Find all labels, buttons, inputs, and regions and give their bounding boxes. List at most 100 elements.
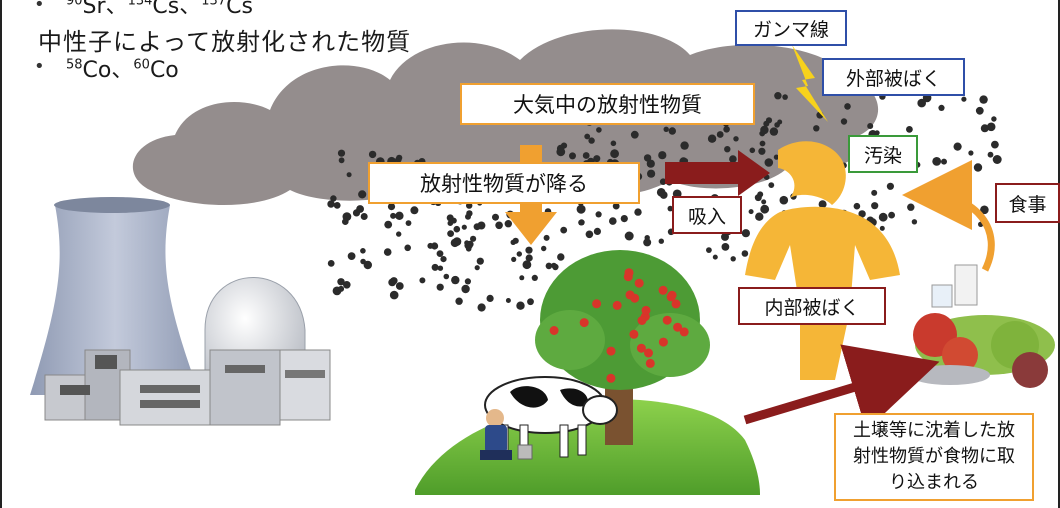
particle-dot <box>419 277 426 284</box>
cs-symbol: Cs <box>226 0 253 19</box>
particle-dot <box>578 219 585 226</box>
particle-dot <box>327 260 335 267</box>
particle-dot <box>706 247 712 254</box>
particle-dot <box>585 230 594 239</box>
particle-dot <box>464 240 470 246</box>
particle-dot <box>733 136 739 142</box>
apple <box>636 343 646 353</box>
particle-dot <box>338 285 345 292</box>
cs134-mass: 134 <box>127 0 153 9</box>
particle-dot <box>730 256 736 262</box>
label-external-exposure: 外部被ばく <box>822 58 965 96</box>
co58-mass: 58 <box>66 57 83 73</box>
particle-dot <box>774 92 782 100</box>
apple <box>606 346 616 356</box>
fallout-arrow-head <box>505 212 557 245</box>
particle-dot <box>431 263 439 271</box>
label-soil-uptake: 土壌等に沈着した放 射性物質が食物に取 り込まれる <box>834 413 1034 501</box>
particle-dot <box>522 260 532 270</box>
particle-dot <box>813 125 820 132</box>
apple <box>641 305 651 315</box>
meal-arrow <box>902 160 995 272</box>
particle-dot <box>440 256 447 263</box>
particle-dot <box>991 116 997 122</box>
particle-dot <box>774 122 780 128</box>
particle-dot <box>646 159 655 168</box>
particle-dot <box>556 147 566 157</box>
particle-dot <box>973 163 983 172</box>
particle-dot <box>659 178 667 185</box>
sr90-mass: 90 <box>66 0 83 9</box>
particle-dot <box>609 217 617 225</box>
particle-dot <box>755 212 764 221</box>
particle-dot <box>667 205 674 212</box>
particle-dot <box>384 220 393 229</box>
separator: 、 <box>111 58 134 83</box>
apple <box>592 299 602 309</box>
particle-dot <box>388 278 397 287</box>
cs137-mass: 137 <box>201 0 227 9</box>
bullet-2: • <box>34 56 45 77</box>
particle-dot <box>476 257 484 265</box>
apple <box>666 292 676 302</box>
farmer <box>480 409 533 460</box>
particle-dot <box>763 120 770 127</box>
particle-dot <box>368 150 377 159</box>
particle-dot <box>610 140 617 147</box>
particle-dot <box>992 155 1002 164</box>
particle-dot <box>986 122 996 132</box>
particle-dot <box>477 303 486 312</box>
particle-dot <box>980 205 989 215</box>
particle-dot <box>383 248 392 256</box>
particle-dot <box>464 278 471 285</box>
soil-uptake-line-2: 射性物質が食物に取 <box>853 446 1015 467</box>
particle-dot <box>569 152 576 160</box>
right-frame-line <box>1058 0 1060 508</box>
particle-dot <box>346 172 352 178</box>
particle-dot <box>758 147 766 155</box>
apple <box>673 322 683 332</box>
label-fallout: 放射性物質が降る <box>368 162 640 204</box>
particle-dot <box>712 254 718 260</box>
apple <box>629 329 639 339</box>
particle-dot <box>980 124 989 133</box>
particle-dot <box>987 151 994 158</box>
apple <box>549 326 559 335</box>
particle-dot <box>363 260 372 270</box>
apple <box>625 290 635 300</box>
particle-dot <box>584 133 591 140</box>
particle-dot <box>473 223 481 231</box>
particle-dot <box>337 278 345 286</box>
cs-symbol: Cs <box>152 0 180 19</box>
particle-dot <box>512 237 519 244</box>
particle-dot <box>437 265 444 271</box>
particle-dot <box>878 212 888 222</box>
particle-dot <box>630 130 639 139</box>
particle-dot <box>360 248 366 254</box>
particle-dot <box>844 103 851 110</box>
label-gamma-ray: ガンマ線 <box>735 10 847 46</box>
particle-dot <box>447 220 454 226</box>
particle-dot <box>387 203 396 211</box>
particle-dot <box>588 137 595 144</box>
particle-dot <box>741 229 751 238</box>
particle-dot <box>330 195 337 202</box>
particle-dot <box>968 150 974 156</box>
apple <box>606 373 616 383</box>
particle-dot <box>511 256 517 262</box>
particle-dot <box>680 141 689 150</box>
particle-dot <box>941 177 948 184</box>
particle-dot <box>907 203 915 211</box>
particle-dot <box>395 156 402 163</box>
particle-dot <box>874 130 880 136</box>
particle-dot <box>818 200 827 209</box>
label-contamination: 汚染 <box>848 135 918 173</box>
particle-dot <box>782 94 788 100</box>
activated-isotopes-line: 58Co、60Co <box>66 52 179 84</box>
particle-dot <box>938 104 945 111</box>
particle-dot <box>624 231 634 241</box>
particle-dot <box>773 154 780 160</box>
particle-dot <box>760 125 769 135</box>
gamma-lightning-bolt <box>792 45 828 122</box>
